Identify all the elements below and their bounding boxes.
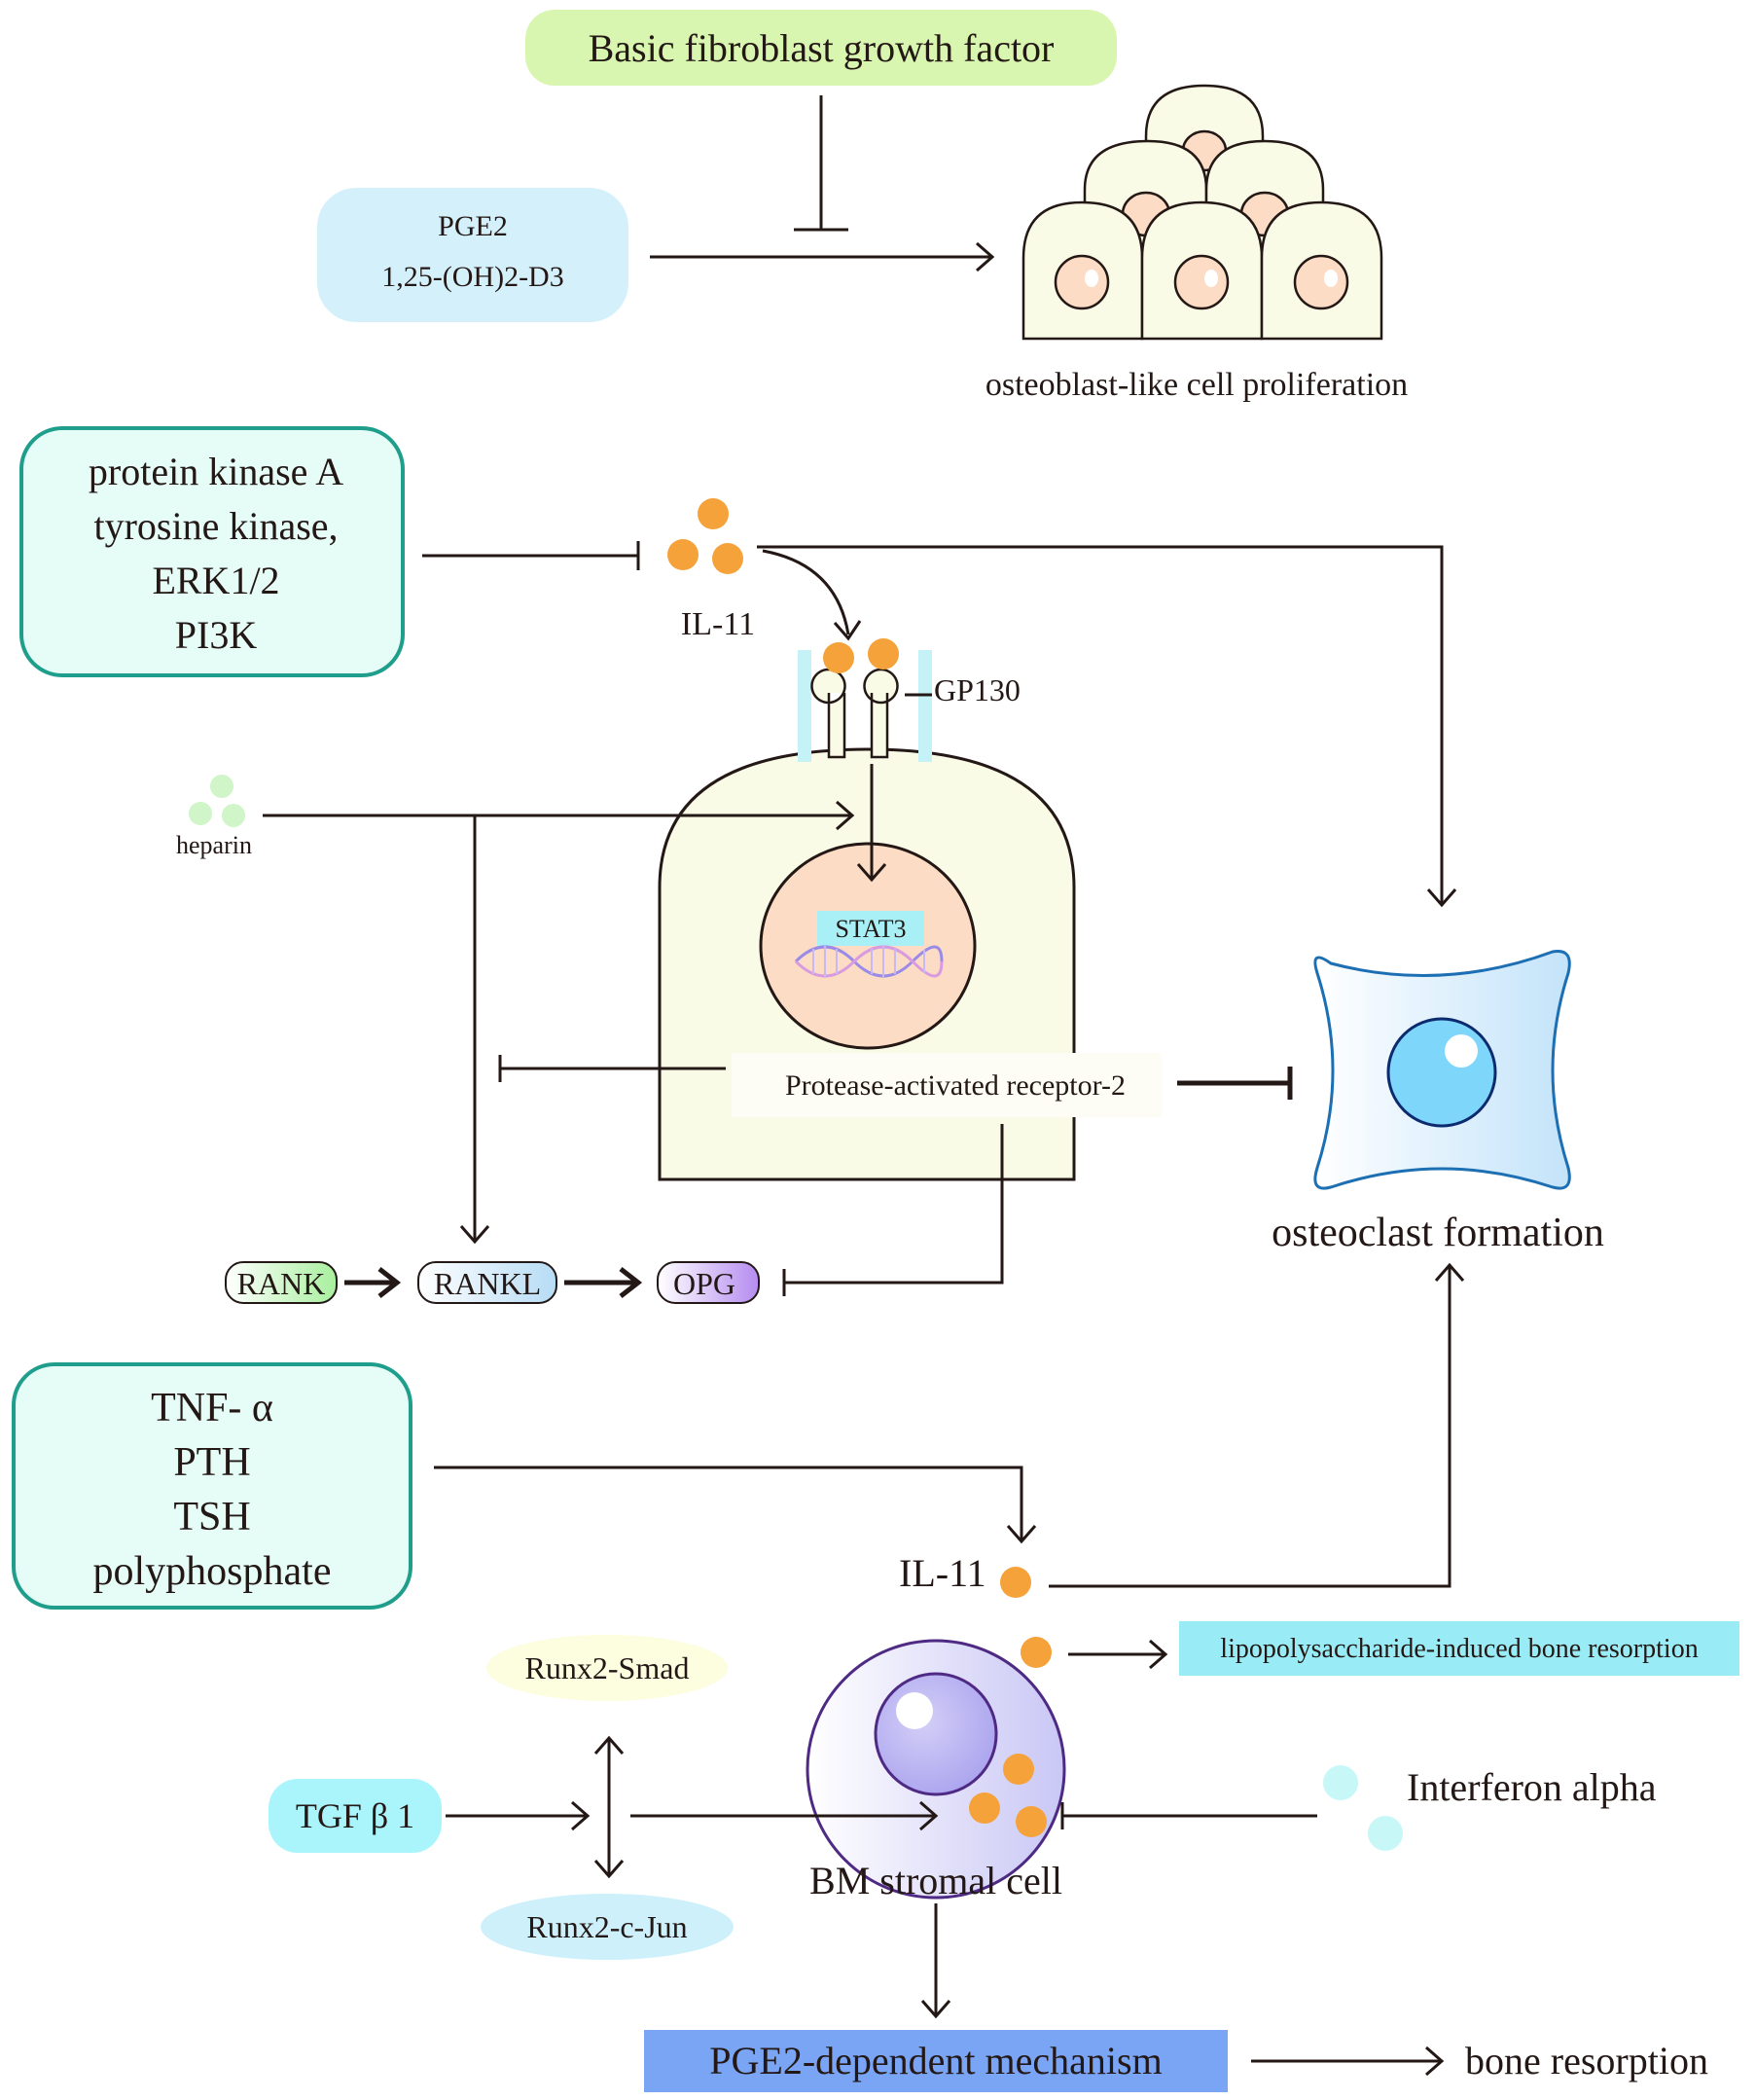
gp130-label: GP130 [934, 672, 1021, 707]
interferon-inhibits-stromal-line [1060, 1802, 1317, 1829]
pth-label: PTH [173, 1440, 250, 1485]
runx2-cjun-box [481, 1894, 734, 1960]
par2-label: Protease-activated receptor-2 [785, 1069, 1126, 1102]
lps-box [1179, 1621, 1739, 1676]
pge2-mech-box [644, 2030, 1228, 2092]
interferon-label: Interferon alpha [1407, 1765, 1657, 1809]
rank-label: RANK [237, 1266, 326, 1301]
runx2-cjun-label: Runx2-c-Jun [526, 1909, 687, 1944]
runx2-smad-box [486, 1635, 728, 1701]
il11-top-label: IL-11 [681, 606, 755, 642]
tgfb1-to-runx2-arrow [446, 1800, 591, 1831]
stromal-label: BM stromal cell [809, 1859, 1062, 1902]
pge2-d3-box [317, 188, 628, 322]
par2-inhibits-rankl-line [498, 1055, 726, 1082]
osteoclast-nucleus [1386, 1017, 1497, 1128]
rankl-label: RANKL [434, 1266, 541, 1301]
il11-to-osteoclast-arrow [757, 545, 1457, 908]
d3-label: 1,25-(OH)2-D3 [381, 261, 563, 293]
heparin-dots-icon [189, 775, 245, 827]
kinase-1-label: protein kinase A [89, 450, 343, 493]
heparin-to-cell-arrow [263, 800, 855, 831]
il11-to-gp130-arrow [762, 549, 862, 641]
pge2-label: PGE2 [438, 210, 508, 242]
stromal-to-lps-arrow [1068, 1639, 1168, 1670]
stromal-nucleus [874, 1672, 998, 1796]
kinase-2-label: tyrosine kinase, [93, 504, 338, 548]
par2-box [732, 1053, 1162, 1117]
osteoblast-cluster-icon [1021, 84, 1383, 341]
kinase-inhibits-il11-line [422, 541, 640, 570]
bfgf-label: Basic fibroblast growth factor [589, 26, 1055, 70]
pge2-to-proliferation-arrow [650, 241, 995, 272]
tgfb1-label: TGF β 1 [296, 1796, 414, 1835]
stimuli-box [12, 1362, 412, 1610]
kinase-3-label: ERK1/2 [152, 559, 279, 602]
heparin-label: heparin [176, 831, 252, 859]
bfgf-inhibition-line [794, 95, 848, 232]
opg-label: OPG [673, 1266, 735, 1301]
tsh-label: TSH [173, 1495, 250, 1539]
rankl-box [417, 1261, 557, 1304]
par2-inhibits-opg-line [782, 1124, 1004, 1296]
stromal-to-pge2-arrow [920, 1903, 951, 2019]
rank-to-rankl-arrow [344, 1267, 402, 1298]
stromal-nucleolus [896, 1692, 933, 1729]
lps-label: lipopolysaccharide-induced bone resorpti… [1220, 1634, 1698, 1664]
rankl-to-opg-arrow [564, 1267, 643, 1298]
runx2-smad-label: Runx2-Smad [525, 1650, 690, 1685]
il11-dots-icon [667, 498, 743, 574]
stat3-box [817, 911, 924, 946]
bone-resorption-label: bone resorption [1465, 2039, 1708, 2082]
interferon-dots-icon [1323, 1765, 1403, 1851]
il11-to-osteoclast-arrow [1049, 1262, 1465, 1588]
stimuli-to-il11-arrow [434, 1466, 1037, 1544]
heparin-to-rankl-arrow [459, 815, 490, 1245]
bfgf-box [525, 10, 1117, 86]
pge2-mech-label: PGE2-dependent mechanism [709, 2039, 1162, 2082]
tgfb1-box [269, 1779, 442, 1853]
rank-box [225, 1261, 338, 1304]
gp130-to-stat3-arrow [856, 764, 887, 883]
stat3-label: STAT3 [835, 915, 906, 943]
pge2-to-resorption-arrow [1251, 2046, 1445, 2077]
dna-icon [794, 945, 944, 978]
runx2-to-stromal-arrow [630, 1800, 939, 1831]
gp130-receptor-icon [798, 638, 932, 762]
kinase-box [19, 426, 405, 677]
osteoclast-nucleolus [1445, 1034, 1478, 1068]
il11-bottom-label: IL-11 [899, 1551, 986, 1595]
tnf-label: TNF- α [151, 1386, 273, 1430]
proliferation-label: osteoblast-like cell proliferation [986, 367, 1408, 403]
runx2-bidirectional-arrow [593, 1735, 625, 1879]
osteoclast-label: osteoclast formation [1272, 1211, 1604, 1255]
il11-bottom-dot [1000, 1567, 1031, 1598]
par2-inhibits-osteoclast-line [1177, 1067, 1293, 1100]
kinase-4-label: PI3K [175, 613, 258, 657]
stromal-il11-dots-icon [969, 1637, 1052, 1837]
polyphosphate-label: polyphosphate [93, 1549, 332, 1594]
opg-box [657, 1261, 760, 1304]
